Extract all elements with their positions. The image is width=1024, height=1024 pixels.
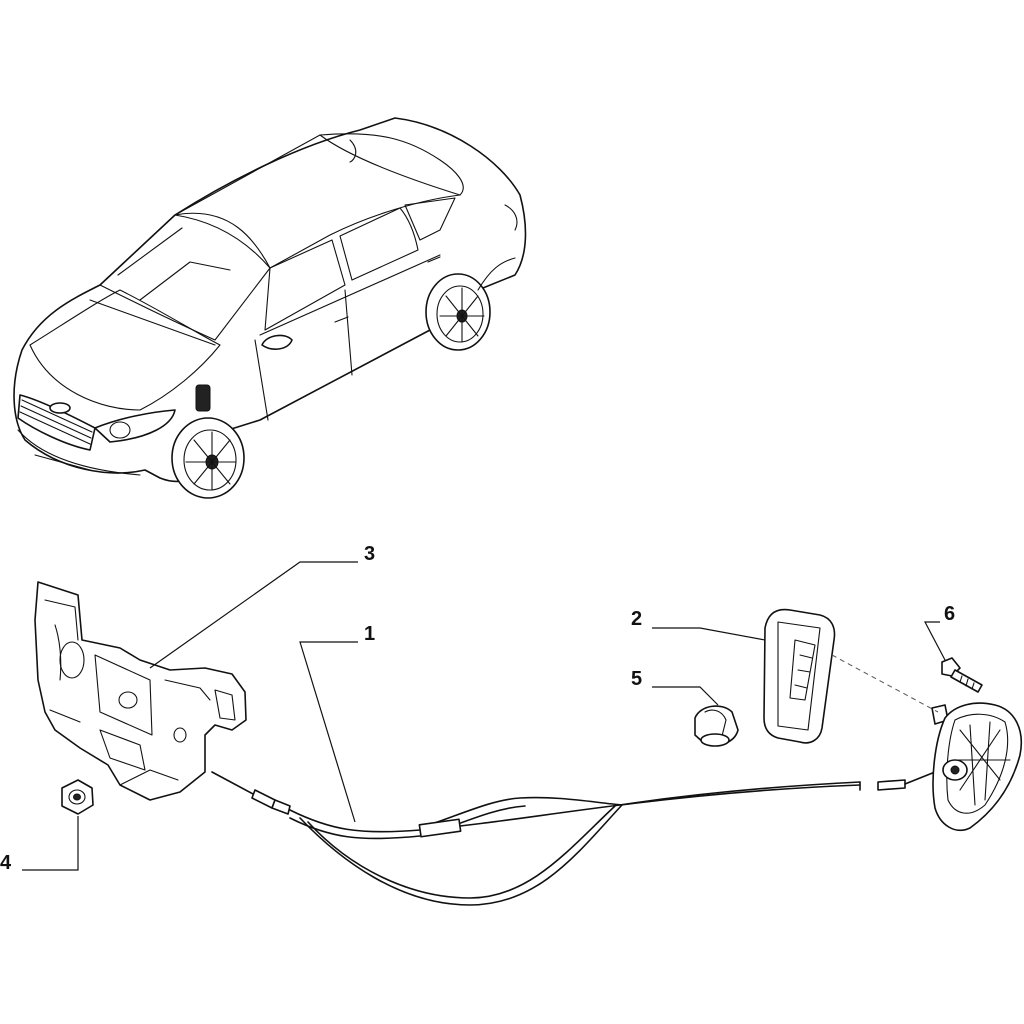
release-handle-part [763, 608, 836, 744]
lever-housing-part [931, 702, 1022, 832]
callout-1: 1 [364, 623, 375, 645]
alignment-line [831, 654, 939, 713]
callout-3: 3 [364, 543, 375, 565]
callout-4: 4 [0, 852, 12, 874]
callout-5: 5 [631, 668, 642, 690]
front-wheel [171, 417, 245, 499]
leader-lines [22, 561, 946, 871]
callout-2: 2 [631, 608, 642, 630]
screw-part [941, 657, 983, 693]
release-cable-part [211, 771, 936, 906]
nut-part [61, 779, 94, 815]
clip-part [694, 705, 739, 747]
latch-bracket-part [34, 581, 247, 801]
rear-wheel [425, 273, 491, 351]
callout-6: 6 [944, 603, 955, 625]
car-illustration [13, 117, 527, 499]
